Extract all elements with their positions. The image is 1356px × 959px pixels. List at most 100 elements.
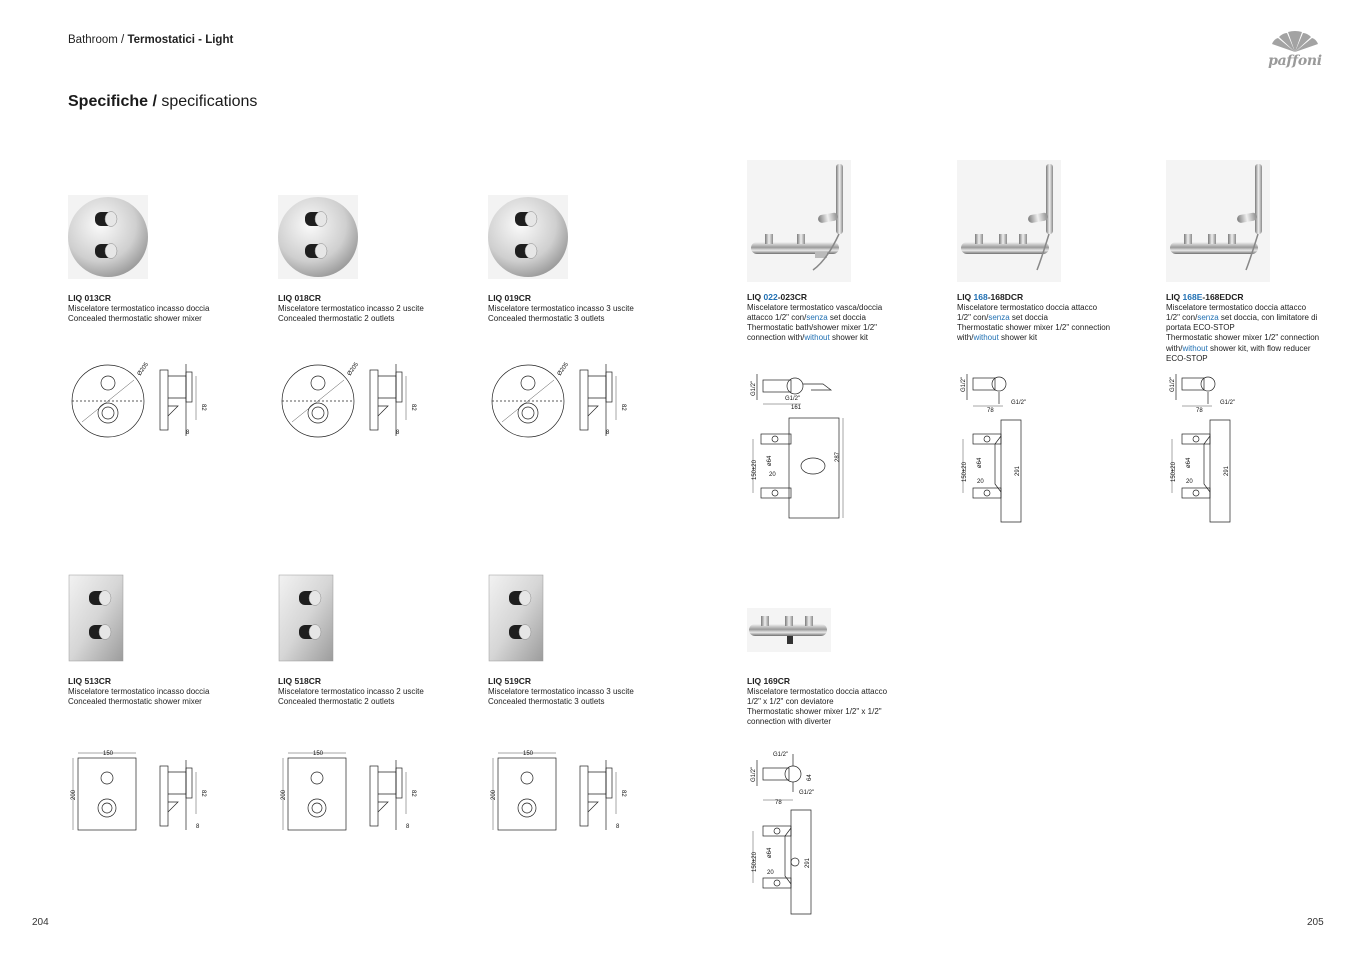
page-number-right: 205: [1307, 917, 1324, 928]
dim-connection-2: G1/2": [799, 790, 814, 796]
desc-en-2b: without: [973, 333, 999, 343]
dim-plate: 8: [186, 430, 190, 436]
desc-it-2: 1/2" con/senza set doccia, con limitator…: [1166, 313, 1319, 323]
desc-en-2: connection with diverter: [747, 717, 832, 727]
breadcrumb-page: Termostatici - Light: [127, 34, 234, 46]
dim-connection: G1/2": [751, 767, 757, 782]
title-light: specifications: [161, 93, 258, 110]
fan-logo-icon: [1272, 31, 1318, 52]
breadcrumb: Bathroom / Termostatici - Light: [68, 34, 233, 46]
dim-plate: 8: [396, 430, 400, 436]
desc-it-2b: senza: [988, 312, 1010, 322]
dim-diameter: ø64: [767, 847, 773, 858]
desc-en-2a: with/: [957, 333, 974, 343]
dim-height: 291: [1224, 465, 1230, 476]
desc-it-3: portata ECO-STOP: [1166, 323, 1235, 333]
dim-connection-2: G1/2": [1011, 400, 1026, 406]
product-text: LIQ 013CR Miscelatore termostatico incas…: [68, 293, 209, 324]
desc-it-1: Miscelatore termostatico doccia attacco: [747, 686, 888, 696]
desc-en-1: Thermostatic shower mixer 1/2" connectio…: [1166, 333, 1320, 343]
dim-height: 200: [71, 789, 77, 800]
code-highlight: 022: [763, 292, 778, 302]
product-photo: [68, 195, 148, 279]
product-photo: [488, 195, 568, 279]
desc-en-1: Thermostatic shower mixer 1/2" connectio…: [957, 323, 1111, 333]
breadcrumb-section: Bathroom /: [68, 34, 125, 46]
desc-it-1: Miscelatore termostatico doccia attacco: [1166, 302, 1307, 312]
desc-it: Miscelatore termostatico incasso 2 uscit…: [278, 303, 424, 313]
product-text: LIQ 169CR Miscelatore termostatico docci…: [747, 676, 887, 728]
product-text: LIQ 022-023CR Miscelatore termostatico v…: [747, 292, 882, 344]
dim-depth: 82: [620, 404, 626, 411]
code-suffix: -168DCR: [987, 292, 1024, 302]
dim-20: 20: [977, 479, 984, 485]
desc-it-2: 1/2" con/senza set doccia: [957, 313, 1110, 323]
desc-en-2b: without: [1182, 343, 1208, 353]
desc-en-2c: shower kit: [829, 333, 868, 343]
dim-diameter: Ø205: [137, 362, 151, 377]
product-photo: [68, 574, 124, 662]
product-code: LIQ 518CR: [278, 676, 321, 686]
dim-depth: 82: [200, 790, 206, 797]
code-suffix: -023CR: [777, 292, 808, 302]
dim-height: 200: [281, 789, 287, 800]
desc-en-3: ECO-STOP: [1166, 353, 1208, 363]
desc-it: Miscelatore termostatico incasso 2 uscit…: [278, 686, 424, 696]
dim-connection-2: G1/2": [1220, 400, 1235, 406]
product-photo: [747, 160, 851, 282]
desc-en-1: Thermostatic shower mixer 1/2" x 1/2": [747, 707, 882, 717]
page-title: Specifiche / specifications: [68, 93, 257, 111]
product-code: LIQ 513CR: [68, 676, 111, 686]
product-photo: [488, 574, 544, 662]
dim-height: 291: [1015, 465, 1021, 476]
technical-drawing-518: 150 200 82 8: [281, 751, 416, 831]
desc-it-2a: attacco 1/2" con/: [747, 312, 807, 322]
dim-diameter: ø64: [977, 457, 983, 468]
product-code: LIQ 168E-168EDCR: [1166, 292, 1319, 302]
dim-connection: G1/2": [961, 377, 967, 392]
brand-name: paffoni: [1268, 53, 1322, 69]
dim-plate: 8: [406, 824, 410, 830]
dim-connection: G1/2": [1170, 377, 1176, 392]
product-code: LIQ 022-023CR: [747, 292, 882, 302]
dim-20: 20: [769, 472, 776, 478]
code-suffix: -168EDCR: [1202, 292, 1244, 302]
product-code: LIQ 168-168DCR: [957, 292, 1110, 302]
technical-drawing-519: 150 200 82 8: [491, 751, 626, 831]
product-text: LIQ 019CR Miscelatore termostatico incas…: [488, 293, 634, 324]
product-code: LIQ 519CR: [488, 676, 531, 686]
dim-depth: 82: [620, 790, 626, 797]
desc-en-2a: connection with/: [747, 333, 805, 343]
desc-it: Miscelatore termostatico incasso doccia: [68, 303, 210, 313]
code-highlight: 168E: [1182, 292, 1203, 302]
desc-it-2a: 1/2" con/: [1166, 312, 1198, 322]
desc-en: Concealed thermostatic shower mixer: [68, 313, 202, 323]
product-text: LIQ 518CR Miscelatore termostatico incas…: [278, 676, 424, 707]
desc-it-2c: set doccia, con limitatore di: [1218, 312, 1318, 322]
product-text: LIQ 168E-168EDCR Miscelatore termostatic…: [1166, 292, 1319, 364]
desc-en-1: Thermostatic bath/shower mixer 1/2": [747, 323, 877, 333]
dim-length: 78: [1196, 408, 1203, 414]
code-prefix: LIQ: [1166, 292, 1183, 302]
desc-it-2c: set doccia: [827, 312, 866, 322]
desc-it-2b: senza: [1197, 312, 1219, 322]
dim-depth: 82: [410, 404, 416, 411]
desc-en-2: with/without shower kit, with flow reduc…: [1166, 344, 1319, 354]
dim-plate: 8: [606, 430, 610, 436]
desc-en: Concealed thermostatic shower mixer: [68, 696, 202, 706]
product-photo: [747, 608, 831, 652]
technical-drawing-013: Ø205 82 8: [71, 362, 206, 438]
product-code: LIQ 019CR: [488, 293, 531, 303]
desc-en-2: with/without shower kit: [957, 333, 1110, 343]
product-code: LIQ 169CR: [747, 676, 790, 686]
desc-it-2b: senza: [806, 312, 828, 322]
desc-it: Miscelatore termostatico incasso 3 uscit…: [488, 686, 634, 696]
dim-width: 150: [313, 751, 324, 757]
dim-diameter: ø64: [1186, 457, 1192, 468]
dim-range: 150±20: [752, 459, 758, 480]
product-text: LIQ 168-168DCR Miscelatore termostatico …: [957, 292, 1110, 344]
dim-20: 20: [1186, 479, 1193, 485]
desc-it-2: attacco 1/2" con/senza set doccia: [747, 313, 882, 323]
dim-diameter: ø64: [767, 455, 773, 466]
dim-diameter: Ø205: [557, 362, 571, 377]
